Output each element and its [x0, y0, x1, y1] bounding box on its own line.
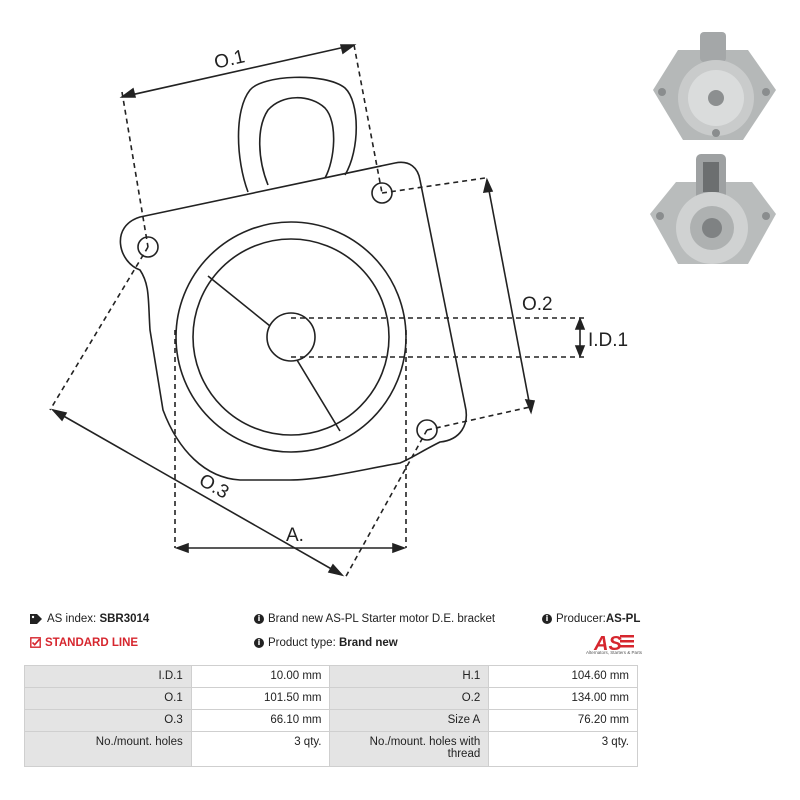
top-lug-inner: [258, 97, 335, 186]
spec-label: No./mount. holes: [24, 731, 192, 767]
info-icon: i: [542, 613, 552, 624]
dim-label-a: A.: [286, 525, 304, 546]
spec-label: O.3: [24, 709, 192, 732]
center-bore: [266, 312, 316, 362]
spec-value: 66.10 mm: [190, 709, 331, 732]
as-index-label: AS index:: [47, 613, 97, 625]
mount-hole-top: [371, 182, 393, 204]
svg-text:AS: AS: [593, 633, 622, 655]
spec-label: O.1: [24, 687, 192, 710]
spec-value: 3 qty.: [488, 731, 638, 767]
producer-value: AS-PL: [605, 613, 641, 625]
standard-line-label: STANDARD LINE: [45, 637, 139, 649]
mount-hole-bottom: [416, 419, 438, 441]
table-row: O.3 66.10 mm Size A 76.20 mm: [24, 709, 638, 732]
mount-hole-left: [137, 236, 159, 258]
spec-label: O.2: [329, 687, 490, 710]
spec-label: I.D.1: [24, 665, 192, 688]
flange-outline: [119, 161, 467, 481]
top-lug-outline: [237, 76, 358, 193]
info-icon: i: [254, 637, 264, 648]
body-outer-circle: [175, 221, 407, 453]
checkbox-icon: [30, 637, 41, 649]
table-row: No./mount. holes 3 qty. No./mount. holes…: [24, 731, 638, 767]
spec-label: Size A: [329, 709, 490, 732]
as-index-value: SBR3014: [99, 613, 150, 625]
product-type-value: Brand new: [338, 637, 398, 649]
logo-tagline: Alternators, Starters & Parts: [585, 650, 642, 655]
producer-label: Producer:: [556, 613, 606, 625]
sector-cut: [207, 275, 341, 432]
spec-label: No./mount. holes with thread: [329, 731, 490, 767]
product-description-text: Brand new AS-PL Starter motor D.E. brack…: [268, 613, 496, 625]
as-index: AS index: SBR3014: [30, 613, 149, 625]
product-description: i Brand new AS-PL Starter motor D.E. brac…: [254, 613, 495, 625]
table-row: O.1 101.50 mm O.2 134.00 mm: [24, 687, 638, 710]
spec-value: 134.00 mm: [488, 687, 638, 710]
spec-table: I.D.1 10.00 mm H.1 104.60 mm O.1 101.50 …: [24, 665, 638, 767]
info-icon: i: [254, 613, 264, 624]
dim-label-o2: O.2: [522, 294, 553, 315]
as-pl-logo: AS: [593, 633, 634, 655]
product-type: i Product type: Brand new: [254, 637, 398, 649]
spec-label: H.1: [329, 665, 490, 688]
bracket-photo-front: [653, 32, 776, 140]
dim-label-id1: I.D.1: [588, 330, 628, 351]
spec-value: 101.50 mm: [190, 687, 331, 710]
technical-drawing: O.1 O.2 O.3 A. I.D.1: [49, 44, 628, 579]
body-inner-circle: [192, 238, 390, 436]
spec-value: 104.60 mm: [488, 665, 638, 688]
tag-icon: [30, 613, 42, 624]
spec-value: 76.20 mm: [488, 709, 638, 732]
product-type-label: Product type:: [268, 637, 336, 649]
producer: i Producer:AS-PL: [542, 613, 640, 625]
spec-value: 10.00 mm: [190, 665, 331, 688]
table-row: I.D.1 10.00 mm H.1 104.60 mm: [24, 665, 638, 688]
bracket-photo-back: [650, 154, 776, 264]
spec-value: 3 qty.: [190, 731, 331, 767]
dim-label-o3: O.3: [195, 470, 232, 503]
standard-line: STANDARD LINE: [30, 637, 138, 649]
